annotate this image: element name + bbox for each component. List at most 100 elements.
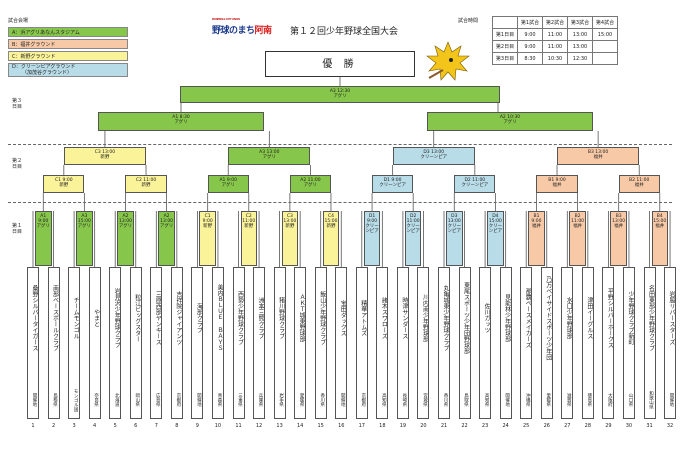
team-number: 28 bbox=[584, 423, 592, 429]
team-number: 29 bbox=[605, 423, 612, 429]
team-card: 岩見沢少年野球クラブ北海道 bbox=[109, 267, 122, 419]
team-number: 24 bbox=[502, 423, 509, 429]
team-number: 26 bbox=[543, 423, 550, 429]
schedule-cell bbox=[592, 40, 618, 53]
team-prefecture: 徳島県 bbox=[586, 393, 592, 407]
team-number: 30 bbox=[625, 423, 633, 429]
team-card: 桑野シルバータイガース開催地 bbox=[27, 267, 39, 419]
team-prefecture: 兵庫県 bbox=[258, 393, 264, 407]
team-name: 岩脇リバースターズ bbox=[668, 290, 676, 345]
team-number: 21 bbox=[440, 423, 448, 429]
champion-box: 優 勝 bbox=[265, 51, 415, 77]
team-card: 三原西部ヤンキース広島県 bbox=[150, 267, 163, 419]
schedule-header: 第2試合 bbox=[542, 16, 568, 29]
team-card: 見能林少年野球部開催地 bbox=[499, 267, 512, 419]
match-venue: 新野 bbox=[326, 224, 336, 229]
match-venue: クリーンピア bbox=[365, 224, 379, 234]
match-time: D2 11:00 bbox=[406, 214, 420, 224]
team-name: 桑野シルバータイガース bbox=[31, 284, 38, 351]
team-card: 吉祥院ジャイアンツ京都府 bbox=[170, 267, 183, 419]
team-number: 25 bbox=[523, 423, 530, 429]
team-prefecture: 奈良県 bbox=[93, 393, 99, 407]
match-time: A3 15:00 bbox=[77, 214, 91, 224]
match-venue: クリーンピア bbox=[379, 183, 406, 188]
team-name: 乃万ベイサイドスポーツ少年団 bbox=[544, 275, 552, 360]
match-time: C2 11:00 bbox=[135, 178, 157, 183]
logo-text-red: 阿南 bbox=[254, 26, 273, 36]
schedule-header: 第1試合 bbox=[517, 16, 543, 29]
match-time: D4 15:00 bbox=[488, 214, 502, 224]
round-label-day1: 第１日目 bbox=[12, 223, 23, 235]
team-name: 飯山少年野球クラブ bbox=[318, 290, 326, 345]
team-card: 東尾スポーツ少年団野球部鳥取県 bbox=[458, 267, 471, 419]
team-prefecture: 沖縄県 bbox=[525, 393, 531, 407]
team-number: 18 bbox=[379, 423, 386, 429]
team-name: やまと bbox=[92, 308, 100, 327]
team-prefecture: 岩手県 bbox=[278, 393, 284, 407]
team-name: チームモンゴル bbox=[72, 296, 80, 339]
logo: BASEBALL CITY ANAN 野球のまち阿南 bbox=[212, 17, 278, 36]
team-prefecture: 三重県 bbox=[237, 393, 243, 407]
team-prefecture: 愛媛県 bbox=[545, 393, 551, 407]
team-card: ＡＫＴ城東野球部愛媛県 bbox=[294, 267, 307, 419]
team-card: 名田東部少年野球クラブ和歌山県 bbox=[643, 267, 656, 419]
schedule-header: 第3試合 bbox=[567, 16, 593, 29]
schedule-cell: 9:00 bbox=[517, 28, 543, 41]
team-name: 猪川野球クラブ bbox=[277, 296, 285, 339]
match-venue: 福井 bbox=[552, 183, 562, 188]
team-card: 宝田ダックス開催地 bbox=[335, 267, 348, 419]
schedule-cell: 11:00 bbox=[542, 40, 568, 53]
team-number: 17 bbox=[358, 423, 365, 429]
team-name: 西勢少年野球クラブ bbox=[236, 290, 244, 345]
team-prefecture: 愛媛県 bbox=[299, 393, 305, 407]
legend-item-label: B：福井グラウンド bbox=[12, 42, 56, 48]
team-card: 南部ベースボールクラブ島根県 bbox=[47, 267, 60, 419]
match-venue: アグリ bbox=[118, 224, 133, 229]
match-time: D1 9:00 bbox=[367, 214, 378, 224]
match-time: B4 15:00 bbox=[653, 214, 667, 224]
schedule-row-label: 第2日目 bbox=[492, 40, 518, 53]
match-venue: 福井 bbox=[593, 155, 603, 160]
team-prefecture: 京都府 bbox=[175, 393, 181, 407]
schedule-table: 第1試合 第2試合 第3試合 第4試合 第1日目 9:00 11:00 13:0… bbox=[492, 16, 618, 65]
venue-legend-title: 試合会場 bbox=[8, 18, 29, 24]
team-name: 見能林少年野球部 bbox=[503, 293, 511, 342]
team-number: 27 bbox=[564, 423, 571, 429]
team-prefecture: 香川県 bbox=[319, 393, 325, 407]
team-prefecture: 長崎県 bbox=[401, 393, 407, 407]
team-number: 19 bbox=[399, 423, 407, 429]
match-venue: アグリ bbox=[333, 94, 347, 99]
match-venue: 新野 bbox=[203, 224, 213, 229]
team-name: 海部クラブ bbox=[195, 302, 203, 333]
team-card: 精華アトムズ京都府 bbox=[355, 267, 368, 419]
match-venue: アグリ bbox=[174, 120, 188, 125]
match-time: A2 13:00 bbox=[118, 214, 132, 224]
round-divider bbox=[8, 144, 672, 145]
team-name: 津田イーグルス bbox=[585, 296, 593, 339]
match-time: B3 13:00 bbox=[587, 150, 609, 155]
match-time: B2 11:00 bbox=[629, 178, 650, 183]
team-card: 水口少年野球部滋賀県 bbox=[561, 267, 574, 419]
schedule-cell: 13:00 bbox=[567, 40, 593, 53]
legend-item-label: D：クリーンピアグラウンド bbox=[12, 64, 76, 70]
team-name: 川内南少年野球部 bbox=[421, 293, 429, 342]
legend-item: D：クリーンピアグラウンド（加茂谷グラウンド） bbox=[8, 63, 128, 77]
team-name: 那覇ペースメイカーズ bbox=[524, 287, 532, 348]
semifinal-match: A1 8:30 アグリ bbox=[98, 112, 264, 131]
team-number: 9 bbox=[195, 423, 199, 429]
team-number: 22 bbox=[461, 423, 468, 429]
match-time: C1 9:00 bbox=[202, 214, 213, 224]
match-time: C3 13:00 bbox=[283, 214, 297, 224]
team-prefecture: 広島県 bbox=[155, 393, 161, 407]
match-time: A2 13:00 bbox=[160, 214, 174, 224]
team-number: 23 bbox=[481, 423, 489, 429]
